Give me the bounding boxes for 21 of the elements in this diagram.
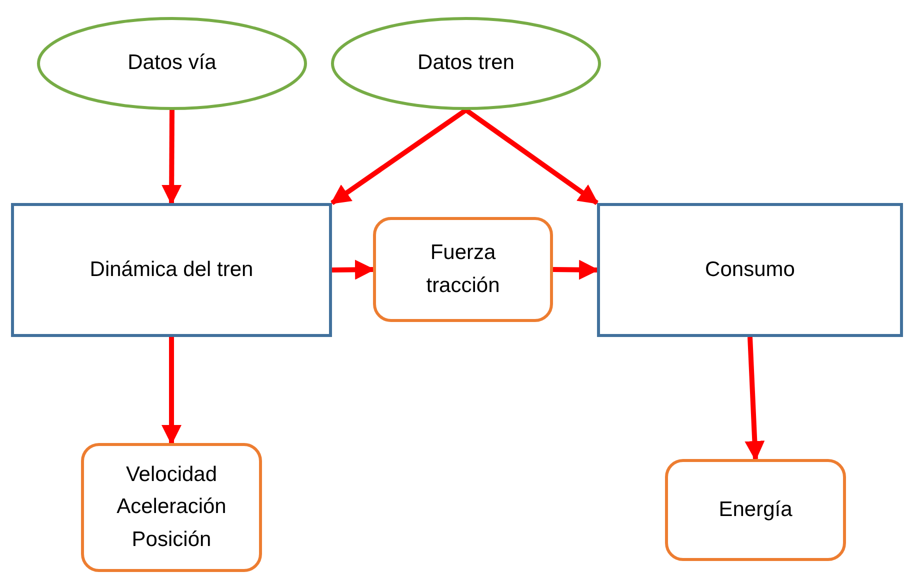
output-box xyxy=(373,217,553,322)
node-label: Velocidad Aceleración Posición xyxy=(116,462,228,553)
node-label: Datos vía xyxy=(128,50,216,76)
data-ellipse xyxy=(331,17,601,110)
arrow xyxy=(162,337,182,445)
arrow xyxy=(552,260,599,280)
arrow xyxy=(464,108,599,206)
output-box xyxy=(81,443,262,572)
arrow xyxy=(744,336,765,461)
node-label: Datos tren xyxy=(418,50,514,76)
arrow xyxy=(162,110,182,205)
data-ellipse xyxy=(37,17,307,110)
output-box xyxy=(665,459,846,561)
node-label: Consumo xyxy=(705,256,795,283)
arrow xyxy=(332,260,375,280)
arrow xyxy=(330,108,468,206)
process-box xyxy=(11,203,332,337)
node-label: Dinámica del tren xyxy=(90,256,254,283)
node-label: Fuerza tracción xyxy=(425,240,501,298)
node-label: Energía xyxy=(718,496,792,523)
process-box xyxy=(597,203,903,337)
